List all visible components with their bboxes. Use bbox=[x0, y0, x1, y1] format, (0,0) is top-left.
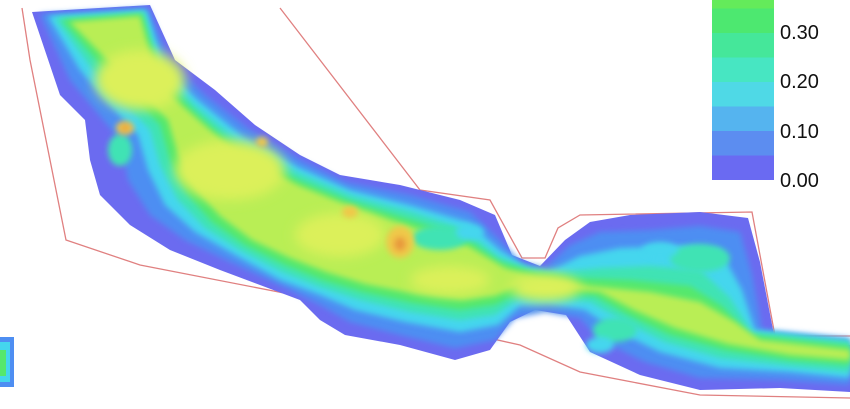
legend-label-2: 0.10 bbox=[780, 121, 819, 143]
high-value-patches bbox=[95, 50, 580, 302]
channel-detail bbox=[108, 134, 730, 353]
legend-label-1: 0.20 bbox=[780, 71, 819, 93]
legend-swatch bbox=[712, 33, 774, 58]
legend-swatch bbox=[712, 131, 774, 156]
legend-swatch bbox=[712, 0, 774, 9]
legend-swatch bbox=[712, 106, 774, 131]
legend-label-3: 0.00 bbox=[780, 170, 819, 192]
hot-spots bbox=[116, 121, 414, 258]
legend-swatch bbox=[712, 82, 774, 107]
left-edge-fragment bbox=[0, 337, 14, 387]
legend-swatch bbox=[712, 8, 774, 33]
wet-area-teal bbox=[55, 12, 850, 372]
legend bbox=[712, 0, 774, 180]
legend-swatch bbox=[712, 155, 774, 180]
legend-swatch bbox=[712, 57, 774, 82]
legend-label-0: 0.30 bbox=[780, 22, 819, 44]
